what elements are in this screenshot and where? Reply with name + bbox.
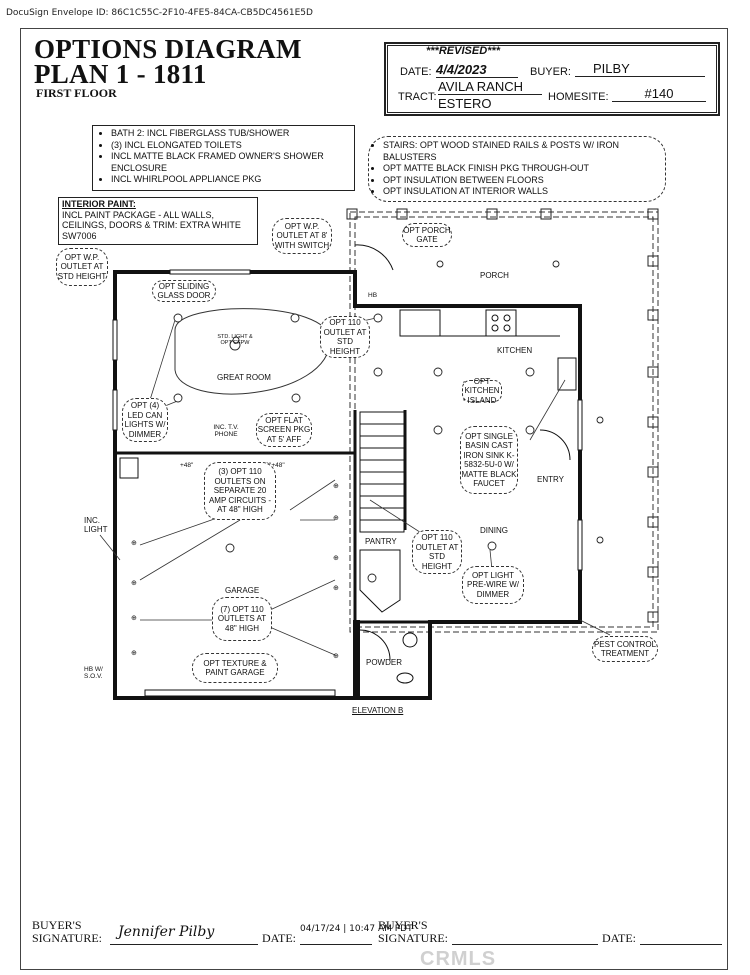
- envelope-id: DocuSign Envelope ID: 86C1C55C-2F10-4FE5…: [6, 8, 313, 18]
- callout-flat-screen: OPT FLAT SCREEN PKG AT 5' AFF: [256, 413, 312, 447]
- watermark: CRMLS: [420, 948, 497, 970]
- tract-label: TRACT:: [398, 91, 437, 103]
- revised-label: ***REVISED***: [426, 45, 500, 57]
- inc-light-label: INC. LIGHT: [84, 516, 108, 534]
- callout-outlets-20amp: (3) OPT 110 OUTLETS ON SEPARATE 20 AMP C…: [204, 462, 276, 520]
- hb-sov-label: HB W/ S.O.V.: [84, 666, 103, 680]
- buyer1-label-line2: SIGNATURE:: [32, 931, 103, 945]
- paint-body: INCL PAINT PACKAGE - ALL WALLS, CEILINGS…: [62, 209, 241, 241]
- pantry: [359, 549, 401, 613]
- room-porch: PORCH: [480, 271, 509, 280]
- date1-label: DATE:: [262, 931, 296, 945]
- date-value: 4/4/2023: [436, 62, 518, 78]
- svg-text:⊕: ⊕: [131, 540, 137, 547]
- callout-outlets-7: (7) OPT 110 OUTLETS AT 48" HIGH: [212, 597, 272, 641]
- title-line1: OPTIONS DIAGRAM: [34, 34, 302, 64]
- powder-fixtures: [396, 632, 418, 684]
- svg-text:⊕: ⊕: [333, 585, 339, 592]
- callout-sliding-door: OPT SLIDING GLASS DOOR: [152, 280, 216, 302]
- callout-led-can: OPT (4) LED CAN LIGHTS W/ DIMMER: [122, 398, 168, 442]
- note-item: (3) INCL ELONGATED TOILETS: [111, 140, 354, 152]
- door-swings: [119, 244, 571, 661]
- date2-label: DATE:: [602, 931, 636, 945]
- tract-value-2: ESTERO: [438, 96, 492, 111]
- elevation-label: ELEVATION B: [352, 706, 404, 715]
- stairs-notes-cloud: STAIRS: OPT WOOD STAINED RAILS & POSTS W…: [368, 136, 666, 202]
- callout-wp-outlet-8: OPT W.P. OUTLET AT 8' WITH SWITCH: [272, 218, 332, 254]
- windows: [112, 269, 583, 697]
- date-label: DATE:: [400, 66, 432, 78]
- callout-porch-gate: OPT PORCH GATE: [402, 223, 452, 247]
- homesite-label: HOMESITE:: [548, 91, 609, 103]
- stairs: [359, 411, 405, 533]
- info-box: [384, 42, 720, 116]
- interior-paint-box: INTERIOR PAINT: INCL PAINT PACKAGE - ALL…: [58, 197, 258, 245]
- callout-texture-paint: OPT TEXTURE & PAINT GARAGE: [192, 653, 278, 683]
- buyer2-signature-line: [452, 943, 598, 945]
- buyer1-signature-line: [110, 943, 258, 945]
- buyer2-label-line1: BUYER'S: [378, 918, 428, 932]
- date2-line: [640, 943, 722, 945]
- buyer1-signature: Jennifer Pilby: [118, 924, 215, 940]
- floor-label: FIRST FLOOR: [36, 86, 117, 100]
- svg-text:⊕: ⊕: [131, 650, 137, 657]
- interior-walls: [115, 410, 430, 624]
- callout-pest-control: PEST CONTROL TREATMENT: [592, 636, 658, 662]
- note-item: INCL WHIRLPOOL APPLIANCE PKG: [111, 174, 354, 186]
- svg-text:⊕: ⊕: [333, 515, 339, 522]
- date1-line: [300, 943, 372, 945]
- title-line2: PLAN 1 - 1811: [34, 59, 207, 89]
- fixture-symbols: [173, 260, 604, 583]
- outlet-marks: ⊕ ⊕ ⊕ ⊕ ⊕ ⊕ ⊕ ⊕ ⊕: [131, 483, 339, 660]
- buyer-value: PILBY: [575, 61, 705, 77]
- room-kitchen: KITCHEN: [497, 346, 533, 355]
- stairs-note-item: STAIRS: OPT WOOD STAINED RAILS & POSTS W…: [383, 140, 665, 163]
- svg-text:⊕: ⊕: [131, 615, 137, 622]
- callout-light-prewire: OPT LIGHT PRE-WIRE W/ DIMMER: [462, 566, 524, 604]
- height-label: +48": [180, 462, 194, 469]
- date1-value: 04/17/24 | 10:47 AM PDT: [300, 924, 413, 934]
- std-light-label: STD. LIGHT & OPT CFPW: [217, 334, 253, 346]
- room-powder: POWDER: [366, 658, 402, 667]
- paint-heading: INTERIOR PAINT:: [62, 199, 136, 209]
- note-item: BATH 2: INCL FIBERGLASS TUB/SHOWER: [111, 128, 354, 140]
- callout-sink: OPT SINGLE BASIN CAST IRON SINK K-5832-5…: [460, 426, 518, 494]
- stairs-note-item: OPT MATTE BLACK FINISH PKG THROUGH-OUT: [383, 163, 665, 175]
- room-pantry: PANTRY: [365, 537, 397, 546]
- inc-tv-label: INC. T.V. PHONE: [213, 424, 239, 438]
- svg-text:⊕: ⊕: [131, 580, 137, 587]
- room-entry: ENTRY: [537, 475, 564, 484]
- info-box-inner: [387, 45, 717, 113]
- svg-text:⊕: ⊕: [333, 483, 339, 490]
- svg-text:⊕: ⊕: [333, 555, 339, 562]
- note-item: INCL MATTE BLACK FRAMED OWNER'S SHOWER E…: [111, 151, 354, 174]
- homesite-value: #140: [612, 86, 706, 102]
- room-garage: GARAGE: [225, 586, 260, 595]
- callout-wp-outlet-std: OPT W.P. OUTLET AT STD HEIGHT: [56, 248, 108, 286]
- svg-text:⊕: ⊕: [333, 653, 339, 660]
- porch-posts: [346, 208, 659, 623]
- stairs-note-item: OPT INSULATION BETWEEN FLOORS: [383, 175, 665, 187]
- buyer-label: BUYER:: [530, 66, 571, 78]
- page-frame: [20, 28, 728, 970]
- room-great-room: GREAT ROOM: [217, 373, 271, 382]
- exterior-walls: [113, 270, 582, 700]
- room-dining: DINING: [480, 526, 508, 535]
- hb-label: HB: [368, 292, 378, 299]
- tract-value-1: AVILA RANCH: [438, 79, 542, 95]
- callout-outlet-std-2: OPT 110 OUTLET AT STD HEIGHT: [412, 530, 462, 574]
- callout-kitchen-island: OPT KITCHEN ISLAND: [462, 377, 502, 405]
- buyer1-label-line1: BUYER'S: [32, 918, 82, 932]
- included-notes-box: BATH 2: INCL FIBERGLASS TUB/SHOWER (3) I…: [92, 125, 355, 191]
- buyer2-label-line2: SIGNATURE:: [378, 931, 449, 945]
- callout-outlet-std-1: OPT 110 OUTLET AT STD HEIGHT: [320, 316, 370, 358]
- stairs-note-item: OPT INSULATION AT INTERIOR WALLS: [383, 186, 665, 198]
